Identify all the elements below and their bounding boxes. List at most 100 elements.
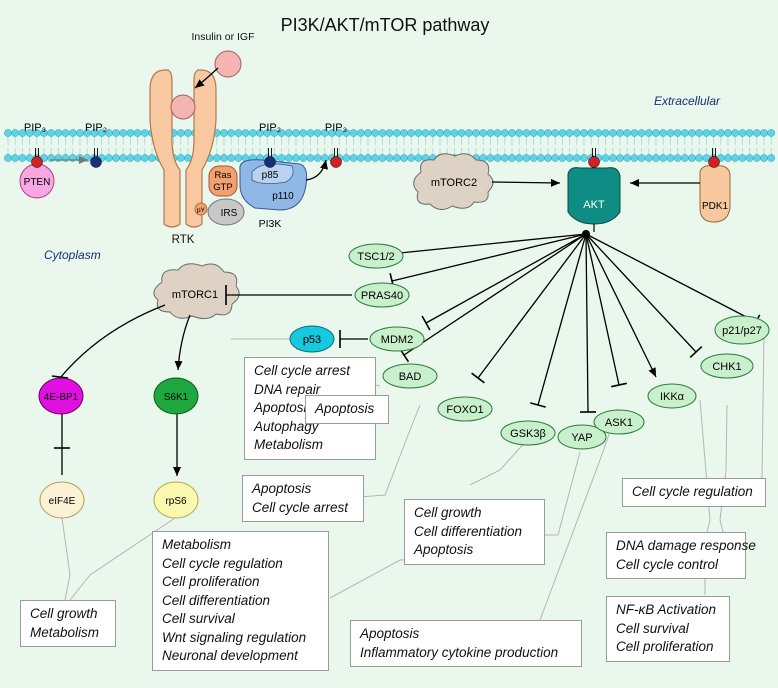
mtorc1-label: mTORC1 [172, 289, 218, 301]
foxo1-effect-1: Apoptosis [252, 481, 312, 496]
gsk3b-effect-4: Cell differentiation [162, 592, 271, 608]
ligand-label: Insulin or IGF [191, 31, 254, 43]
ikka-effects-box: NF-κB Activation Cell survival Cell prol… [606, 596, 730, 662]
4ebp1-node [38, 377, 84, 415]
p53-effect-3: Apoptosis [254, 400, 314, 415]
eif4e-node [39, 481, 85, 519]
yap-effect-3: Apoptosis [414, 542, 474, 557]
extracellular-label: Extracellular [654, 94, 721, 108]
akt-hub-dot [582, 230, 590, 238]
foxo1-effects-box: Apoptosis Cell cycle arrest [242, 475, 364, 522]
lipid-labels: PIP₃ PIP₂ PIP₂ PIP₃ [24, 122, 347, 134]
chk1-label: CHK1 [712, 361, 741, 373]
mtorc1-effects-box: Cell growth Metabolism [20, 600, 116, 647]
pip2-label-right: PIP₂ [259, 122, 281, 134]
irs-label: IRS [221, 208, 238, 219]
yap-effect-2: Cell differentiation [414, 523, 523, 539]
mtorc1-effect-1: Cell growth [30, 606, 98, 621]
phosphate-markers [31, 148, 720, 168]
ask1-node [593, 409, 645, 435]
ras-label: Ras [215, 170, 232, 181]
ikka-effect-1: NF-κB Activation [616, 602, 717, 617]
ikka-effect-2: Cell survival [616, 620, 689, 636]
p53-effect-1: Cell cycle arrest [254, 363, 351, 378]
p53-label: p53 [303, 334, 321, 346]
p53-node: p53 [289, 325, 368, 353]
rtk-label: RTK [172, 234, 195, 246]
ikka-effect-3: Cell proliferation [616, 639, 714, 654]
gsk3b-effects-box: Metabolism Cell cycle regulation Cell pr… [152, 531, 329, 671]
pip2-label-left: PIP₂ [85, 122, 107, 134]
mdm2-node [369, 326, 425, 352]
ligand-icon [214, 50, 242, 78]
tsc-node [348, 243, 404, 269]
p53-effect-5: Metabolism [254, 437, 324, 452]
rps6-node [153, 481, 199, 519]
s6k1-label: S6K1 [164, 392, 189, 403]
akt-label: AKT [583, 199, 605, 211]
pdk1-node: PDK1 [630, 156, 731, 223]
gsk3b-effect-3: Cell proliferation [162, 574, 260, 589]
cell-membrane [4, 129, 776, 162]
p53-effect-2: DNA repair [254, 381, 321, 397]
ask1-effects-box: Apoptosis Inflammatory cytokine producti… [350, 620, 582, 667]
chk1-effects-box: DNA damage response Cell cycle control [606, 532, 756, 579]
mtorc1-effect-2: Metabolism [30, 624, 100, 640]
p53-effect-4: Autophagy [254, 418, 319, 434]
foxo1-node [437, 396, 493, 422]
gsk3b-effect-6: Wnt signaling regulation [162, 629, 307, 645]
p85-label: p85 [262, 170, 279, 181]
akt-target-edges [388, 233, 761, 413]
eif4e-label: eIF4E [49, 496, 76, 507]
py-label: pY [197, 207, 206, 214]
cytoplasm-label: Cytoplasm [44, 248, 101, 262]
4ebp1-label: 4E-BP1 [44, 392, 79, 403]
pten-label: PTEN [24, 177, 51, 188]
foxo1-effect-2: Cell cycle arrest [252, 499, 349, 515]
ask1-effect-1: Apoptosis [360, 626, 420, 641]
pi3k-complex: Ras GTP IRS pY p85 p110 PI3K [194, 159, 328, 230]
p110-label: p110 [272, 191, 294, 202]
chk1-effect-2: Cell cycle control [616, 556, 719, 572]
tsc-label: TSC1/2 [357, 251, 394, 263]
yap-node [557, 424, 607, 450]
p21-effects-box: Cell cycle regulation [622, 478, 766, 507]
bad-label: BAD [399, 371, 422, 383]
pras40-label: PRAS40 [361, 290, 403, 302]
p21-label: p21/p27 [722, 325, 762, 337]
p21-effect-1: Cell cycle regulation [632, 484, 753, 499]
pi3k-label: PI3K [259, 218, 282, 230]
s6k1-node [153, 377, 199, 415]
p21-node [714, 315, 770, 345]
chk1-node [700, 353, 754, 379]
yap-effect-1: Cell growth [414, 505, 482, 520]
akt-node: AKT [567, 156, 621, 232]
diagram-title: PI3K/AKT/mTOR pathway [281, 15, 490, 35]
bad-effects-box: Apoptosis [305, 395, 389, 424]
yap-effects-box: Cell growth Cell differentiation Apoptos… [404, 499, 545, 565]
mtorc1-downstream: 4E-BP1 S6K1 eIF4E rpS6 [38, 304, 199, 519]
gsk3b-effect-5: Cell survival [162, 611, 235, 626]
gsk3b-effect-7: Neuronal development [162, 648, 298, 663]
pten-node: PTEN [19, 156, 88, 199]
pip3-label-left: PIP₃ [24, 122, 46, 134]
ask1-effect-2: Inflammatory cytokine production [360, 644, 559, 660]
ikka-label: IKKα [660, 391, 685, 403]
mtorc2-node: mTORC2 [413, 153, 561, 210]
yap-label: YAP [571, 432, 592, 444]
foxo1-label: FOXO1 [446, 404, 483, 416]
ask1-label: ASK1 [605, 417, 633, 429]
pip3-label-right: PIP₃ [325, 122, 347, 134]
rtk-receptor: Insulin or IGF RTK [149, 31, 255, 246]
mtorc2-label: mTORC2 [431, 177, 477, 189]
chk1-effect-1: DNA damage response [616, 538, 756, 553]
gsk3b-effect-1: Metabolism [162, 537, 232, 552]
gsk3b-node [500, 420, 556, 446]
rps6-label: rpS6 [165, 496, 187, 507]
pdk1-label: PDK1 [702, 201, 729, 212]
bad-effect-1: Apoptosis [315, 401, 375, 416]
gsk3b-effect-2: Cell cycle regulation [162, 555, 283, 571]
